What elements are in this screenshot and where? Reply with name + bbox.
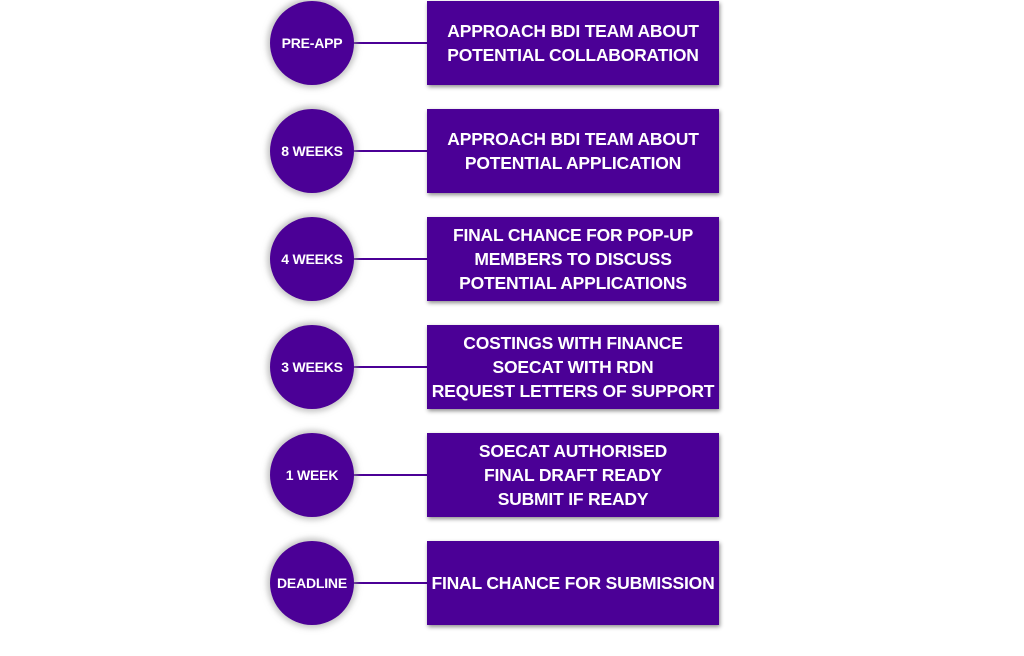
description-line: POTENTIAL APPLICATION	[464, 153, 682, 173]
stage-label: 1 WEEK	[285, 467, 339, 483]
connector-line	[352, 474, 428, 476]
timeline-step-8-weeks: 8 WEEKS APPROACH BDI TEAM ABOUT POTENTIA…	[0, 109, 1024, 195]
description-line: FINAL CHANCE FOR SUBMISSION	[431, 573, 715, 593]
description-line: FINAL CHANCE FOR POP-UP	[452, 225, 694, 245]
timeline-step-deadline: DEADLINE FINAL CHANCE FOR SUBMISSION	[0, 541, 1024, 627]
step-description-box: SOECAT AUTHORISED FINAL DRAFT READY SUBM…	[427, 433, 719, 517]
stage-label: 3 WEEKS	[281, 359, 343, 375]
description-line: SOECAT WITH RDN	[492, 357, 654, 377]
stage-circle: 8 WEEKS	[270, 109, 354, 193]
description-line: SOECAT AUTHORISED	[478, 441, 668, 461]
description-line: REQUEST LETTERS OF SUPPORT	[431, 381, 715, 401]
step-description-box: FINAL CHANCE FOR SUBMISSION	[427, 541, 719, 625]
stage-label: 8 WEEKS	[281, 143, 343, 159]
stage-circle: DEADLINE	[270, 541, 354, 625]
description-line: COSTINGS WITH FINANCE	[463, 333, 683, 353]
stage-label: 4 WEEKS	[281, 251, 343, 267]
description-line: POTENTIAL COLLABORATION	[447, 45, 699, 65]
stage-circle: PRE-APP	[270, 1, 354, 85]
timeline-step-1-week: 1 WEEK SOECAT AUTHORISED FINAL DRAFT REA…	[0, 433, 1024, 519]
description-line: FINAL DRAFT READY	[483, 465, 663, 485]
description-line: POTENTIAL APPLICATIONS	[459, 273, 687, 293]
connector-line	[352, 150, 428, 152]
step-description-box: FINAL CHANCE FOR POP-UP MEMBERS TO DISCU…	[427, 217, 719, 301]
stage-circle: 3 WEEKS	[270, 325, 354, 409]
connector-line	[352, 258, 428, 260]
step-description-box: APPROACH BDI TEAM ABOUT POTENTIAL APPLIC…	[427, 109, 719, 193]
connector-line	[352, 366, 428, 368]
description-line: APPROACH BDI TEAM ABOUT	[447, 129, 699, 149]
stage-label: DEADLINE	[277, 575, 347, 591]
connector-line	[352, 42, 428, 44]
description-line: APPROACH BDI TEAM ABOUT	[447, 21, 699, 41]
timeline-step-3-weeks: 3 WEEKS COSTINGS WITH FINANCE SOECAT WIT…	[0, 325, 1024, 411]
description-line: SUBMIT IF READY	[497, 489, 649, 509]
connector-line	[352, 582, 428, 584]
stage-circle: 1 WEEK	[270, 433, 354, 517]
stage-label: PRE-APP	[281, 35, 343, 51]
timeline-step-4-weeks: 4 WEEKS FINAL CHANCE FOR POP-UP MEMBERS …	[0, 217, 1024, 303]
stage-circle: 4 WEEKS	[270, 217, 354, 301]
step-description-box: APPROACH BDI TEAM ABOUT POTENTIAL COLLAB…	[427, 1, 719, 85]
description-line: MEMBERS TO DISCUSS	[474, 249, 672, 269]
timeline-step-pre-app: PRE-APP APPROACH BDI TEAM ABOUT POTENTIA…	[0, 1, 1024, 87]
step-description-box: COSTINGS WITH FINANCE SOECAT WITH RDN RE…	[427, 325, 719, 409]
